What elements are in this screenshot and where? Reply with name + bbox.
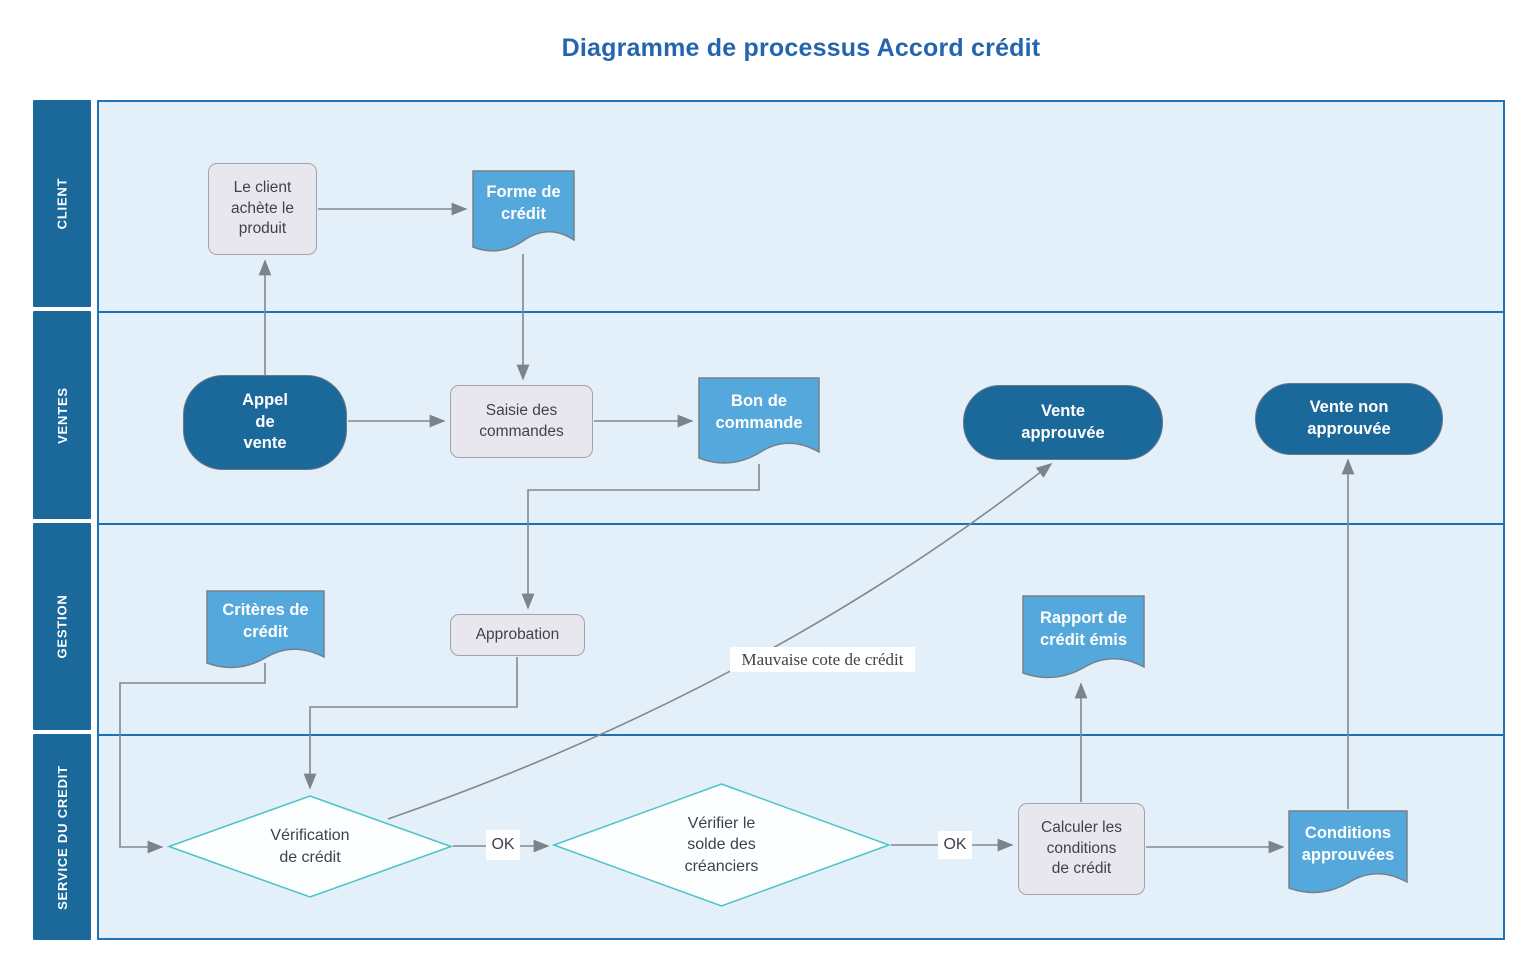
edge-label-ok-balance-check[interactable]: OK (938, 831, 972, 859)
edge-label-bad-credit[interactable]: Mauvaise cote de crédit (730, 647, 915, 672)
document-shape (698, 377, 820, 464)
node-label: Rapport de crédit émis (1039, 608, 1128, 649)
document-shape (472, 170, 575, 252)
node-credit-criteria[interactable]: Critères de crédit (206, 590, 325, 670)
document-shape (1288, 810, 1408, 894)
node-credit-report[interactable]: Rapport de crédit émis (1022, 595, 1145, 680)
node-label: Calculer les conditions de crédit (1041, 819, 1122, 878)
node-label: Forme de crédit (486, 182, 561, 223)
node-credit-form[interactable]: Forme de crédit (472, 170, 575, 253)
node-calc-terms[interactable]: Calculer les conditions de crédit (1018, 803, 1145, 895)
node-label: Appel de vente (242, 390, 288, 453)
lane-header-ventes: VENTES (33, 311, 91, 519)
lane-label: VENTES (54, 386, 70, 444)
node-sale-not-approved[interactable]: Vente non approuvée (1255, 383, 1443, 455)
node-balance-check[interactable]: Vérifier le solde des créanciers (551, 783, 892, 907)
node-label: Vente approuvée (1021, 401, 1105, 442)
node-sale-approved[interactable]: Vente approuvée (963, 385, 1163, 460)
node-label: Le client achète le produit (231, 179, 294, 238)
lane-header-service-credit: SERVICE DU CREDIT (33, 734, 91, 940)
node-label: Conditions approuvées (1301, 823, 1395, 864)
node-client-buys[interactable]: Le client achète le produit (208, 163, 317, 255)
node-credit-check[interactable]: Vérification de crédit (166, 795, 454, 898)
lane-header-gestion: GESTION (33, 523, 91, 730)
node-terms-approved[interactable]: Conditions approuvées (1288, 810, 1408, 895)
node-purchase-order[interactable]: Bon de commande (698, 377, 820, 465)
node-label: Vérifier le solde des créanciers (684, 815, 759, 875)
lane-label: SERVICE DU CREDIT (54, 764, 70, 910)
node-label: Approbation (475, 625, 560, 643)
node-label: Critères de crédit (222, 601, 309, 641)
node-approval[interactable]: Approbation (450, 614, 585, 656)
node-label: Saisie des commandes (479, 402, 564, 440)
node-label: Vente non approuvée (1307, 398, 1391, 438)
node-order-entry[interactable]: Saisie des commandes (450, 385, 593, 458)
lane-client (99, 102, 1503, 313)
edge-label-ok-credit-check[interactable]: OK (486, 830, 520, 860)
node-label: Vérification de crédit (270, 827, 350, 866)
node-label: Bon de commande (715, 392, 803, 432)
lane-label: GESTION (54, 594, 70, 659)
node-sales-call[interactable]: Appel de vente (183, 375, 347, 470)
lane-header-client: CLIENT (33, 100, 91, 307)
lane-label: CLIENT (54, 177, 70, 230)
page-title: Diagramme de processus Accord crédit (561, 34, 1041, 62)
